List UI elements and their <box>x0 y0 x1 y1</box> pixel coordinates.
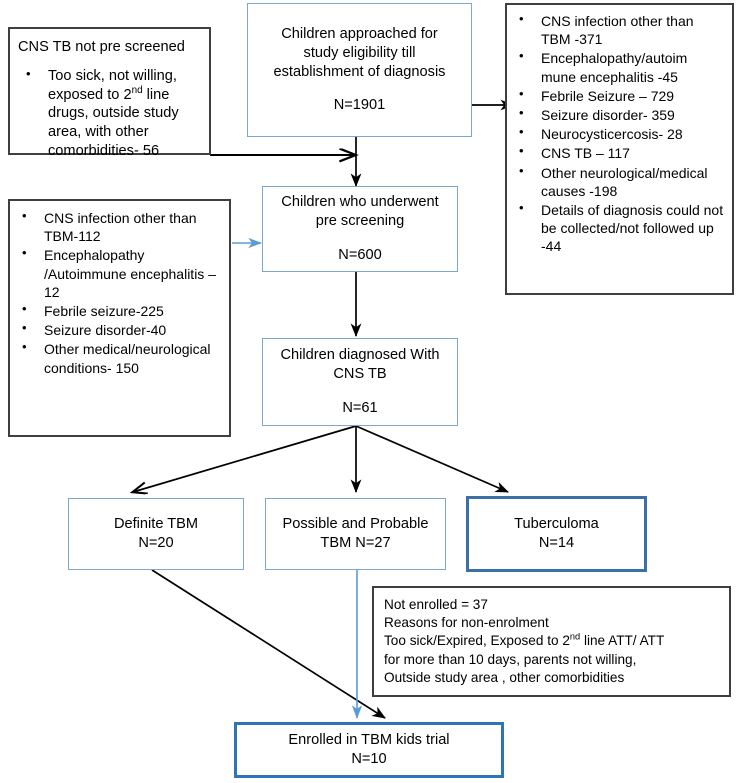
list-item: Encephalopathy /Autoimmune encephalitis … <box>14 245 223 301</box>
node-line: establishment of diagnosis <box>273 64 446 81</box>
not-enrolled-line: Reasons for non-enrolment <box>384 615 549 631</box>
not-enrolled-line: for more than 10 days, parents not willi… <box>384 651 637 667</box>
not-enrolled-line: Too sick/Expired, Exposed to 2nd line AT… <box>384 631 665 649</box>
list-item: Seizure disorder- 359 <box>511 105 726 124</box>
node-line: CNS TB <box>333 366 387 383</box>
list-item: CNS infection other than TBM -371 <box>511 11 726 48</box>
node-line: pre screening <box>315 213 405 230</box>
node-not-enrolled: Not enrolled = 37 Reasons for non-enrolm… <box>372 586 731 697</box>
excluded-after-screening-list: CNS infection other than TBM-112 Encepha… <box>14 208 223 377</box>
node-count: N=10 <box>351 751 387 767</box>
node-line: Children diagnosed With <box>280 347 440 364</box>
node-line: TBM N=27 <box>320 535 391 551</box>
node-line: Children approached for <box>281 25 438 42</box>
node-excluded-after-screening: CNS infection other than TBM-112 Encepha… <box>8 199 231 437</box>
node-count: N=600 <box>338 246 382 263</box>
node-line: study eligibility till <box>303 44 416 61</box>
list-item: Other medical/neurological conditions- 1… <box>14 339 223 376</box>
node-enrolled-tbm-kids-trial: Enrolled in TBM kids trial N=10 <box>234 722 504 778</box>
node-possible-probable-tbm: Possible and Probable TBM N=27 <box>265 498 446 570</box>
node-children-approached: Children approached for study eligibilit… <box>247 3 472 137</box>
list-item: Encephalopathy/autoim mune encephalitis … <box>511 48 726 85</box>
list-item: Febrile Seizure – 729 <box>511 86 726 105</box>
list-item: Details of diagnosis could not be collec… <box>511 200 726 256</box>
node-line: Definite TBM <box>113 515 199 532</box>
not-enrolled-line: Not enrolled = 37 <box>384 597 488 612</box>
node-children-diagnosed-cns-tb: Children diagnosed With CNS TB N=61 <box>262 338 458 426</box>
node-count: N=61 <box>342 399 378 416</box>
list-item: Seizure disorder-40 <box>14 320 223 339</box>
node-definite-tbm: Definite TBM N=20 <box>68 498 244 570</box>
list-item: Neurocysticercosis- 28 <box>511 124 726 143</box>
not-enrolled-line: Outside study area , other comorbidities <box>384 669 625 685</box>
node-pre-screening: Children who underwent pre screening N=6… <box>262 186 458 272</box>
node-line: Children who underwent <box>281 194 439 211</box>
node-tuberculoma: Tuberculoma N=14 <box>466 496 647 572</box>
node-line: Enrolled in TBM kids trial <box>288 731 450 748</box>
diagnoses-breakdown-list: CNS infection other than TBM -371 Enceph… <box>511 11 726 256</box>
node-count: N=20 <box>138 535 174 551</box>
list-item: CNS TB – 117 <box>511 143 726 162</box>
node-count: N=14 <box>538 535 575 551</box>
list-item: Febrile seizure-225 <box>14 301 223 320</box>
node-diagnoses-breakdown: CNS infection other than TBM -371 Enceph… <box>505 3 734 295</box>
node-cns-tb-not-pre-screened: CNS TB not pre screened Too sick, not wi… <box>8 27 211 159</box>
node-line: Tuberculoma <box>514 515 599 532</box>
list-item: Too sick, not willing, exposed to 2nd li… <box>18 66 201 162</box>
node-count: N=1901 <box>333 97 386 114</box>
not-pre-screened-list: Too sick, not willing, exposed to 2nd li… <box>18 66 201 162</box>
list-item: Other neurological/medical causes -198 <box>511 162 726 200</box>
list-item: CNS infection other than TBM-112 <box>14 208 223 245</box>
node-line: Possible and Probable <box>282 515 429 532</box>
not-pre-screened-heading: CNS TB not pre screened <box>18 39 185 55</box>
